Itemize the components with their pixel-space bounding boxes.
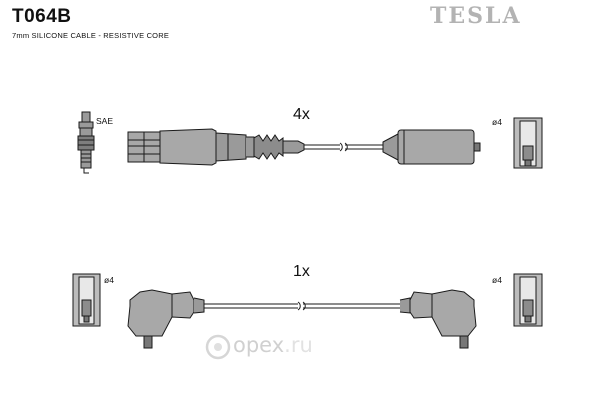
watermark-main: opex [233,333,285,357]
part-number-title: T064B [12,6,72,27]
cable-spec-subtitle: 7mm SILICONE CABLE - RESISTIVE CORE [12,31,170,40]
plug-standard-label: SAE [96,116,113,126]
watermark-suffix: .ru [284,333,313,357]
bottom-right-boot [399,289,477,349]
brand-logo: TESLA [430,3,522,29]
top-plug-boot [127,128,305,166]
bottom-right-terminal-icon [513,273,543,327]
bottom-left-boot [127,289,205,349]
watermark: opex.ru [233,333,313,357]
bottom-right-terminal-diameter: ø4 [492,275,502,285]
top-cable [304,142,383,152]
top-quantity-label: 4x [293,106,310,123]
top-terminal-diameter: ø4 [492,117,502,127]
bottom-left-terminal-icon [72,273,101,327]
watermark-logo-icon [205,334,231,360]
top-terminal-icon [513,117,543,169]
bottom-left-terminal-diameter: ø4 [104,275,114,285]
top-coil-boot [382,129,481,165]
bottom-quantity-label: 1x [293,263,310,280]
spark-plug-icon [77,111,95,174]
bottom-cable [204,301,400,311]
